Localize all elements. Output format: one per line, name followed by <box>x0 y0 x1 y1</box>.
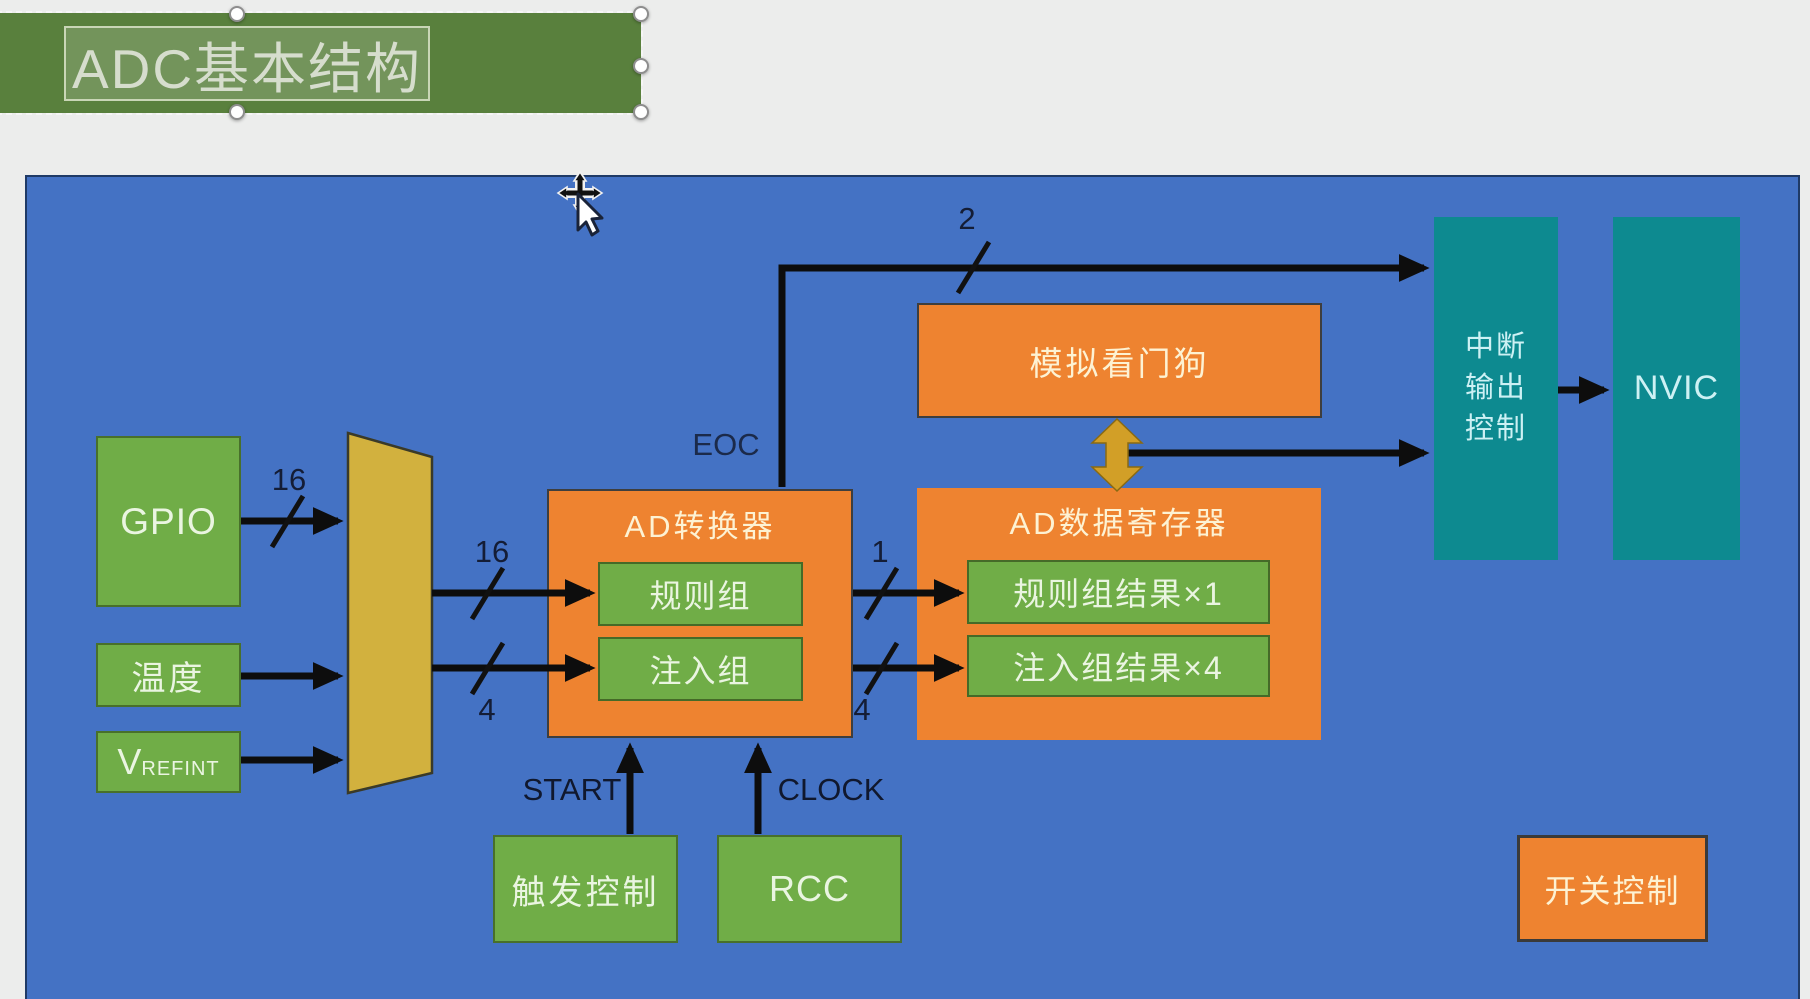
block-ad-converter[interactable]: AD转换器 规则组 注入组 <box>547 489 853 738</box>
label-bus4-result: 4 <box>853 692 871 727</box>
label-bus4-injected: 4 <box>478 692 496 727</box>
selection-handle-bottom-right[interactable] <box>633 104 649 120</box>
block-gpio[interactable]: GPIO <box>96 436 241 607</box>
label-start: START <box>522 772 622 807</box>
block-analog-watchdog[interactable]: 模拟看门狗 <box>917 303 1322 418</box>
block-trigger-control[interactable]: 触发控制 <box>493 835 678 943</box>
block-rcc[interactable]: RCC <box>717 835 902 943</box>
block-regular-result[interactable]: 规则组结果×1 <box>967 560 1270 624</box>
block-temperature[interactable]: 温度 <box>96 643 241 707</box>
block-regular-group[interactable]: 规则组 <box>598 562 803 626</box>
page-title: ADC基本结构 <box>71 37 423 100</box>
selection-handle-top-center[interactable] <box>229 6 245 22</box>
block-injected-result[interactable]: 注入组结果×4 <box>967 635 1270 697</box>
label-bus16-regular: 16 <box>474 534 510 569</box>
block-switch-control[interactable]: 开关控制 <box>1517 835 1708 942</box>
ad-data-register-title: AD数据寄存器 <box>1009 506 1229 541</box>
block-interrupt-output-control[interactable]: 中断 输出 控制 <box>1434 217 1558 560</box>
block-injected-group[interactable]: 注入组 <box>598 637 803 701</box>
label-clock: CLOCK <box>777 772 885 807</box>
label-bus2-interrupt: 2 <box>958 201 976 236</box>
selection-handle-top-right[interactable] <box>633 6 649 22</box>
selection-handle-right-middle[interactable] <box>633 58 649 74</box>
title-textbox[interactable]: ADC基本结构 <box>64 26 430 101</box>
selection-handle-bottom-center[interactable] <box>229 104 245 120</box>
label-bus1-result: 1 <box>871 534 889 569</box>
label-eoc: EOC <box>692 427 760 462</box>
label-bus16-in: 16 <box>271 462 307 497</box>
block-ad-data-register[interactable]: AD数据寄存器 规则组结果×1 注入组结果×4 <box>917 488 1321 740</box>
block-nvic[interactable]: NVIC <box>1613 217 1740 560</box>
title-banner-shape[interactable]: ADC基本结构 <box>0 11 643 115</box>
ad-converter-title: AD转换器 <box>624 509 776 544</box>
